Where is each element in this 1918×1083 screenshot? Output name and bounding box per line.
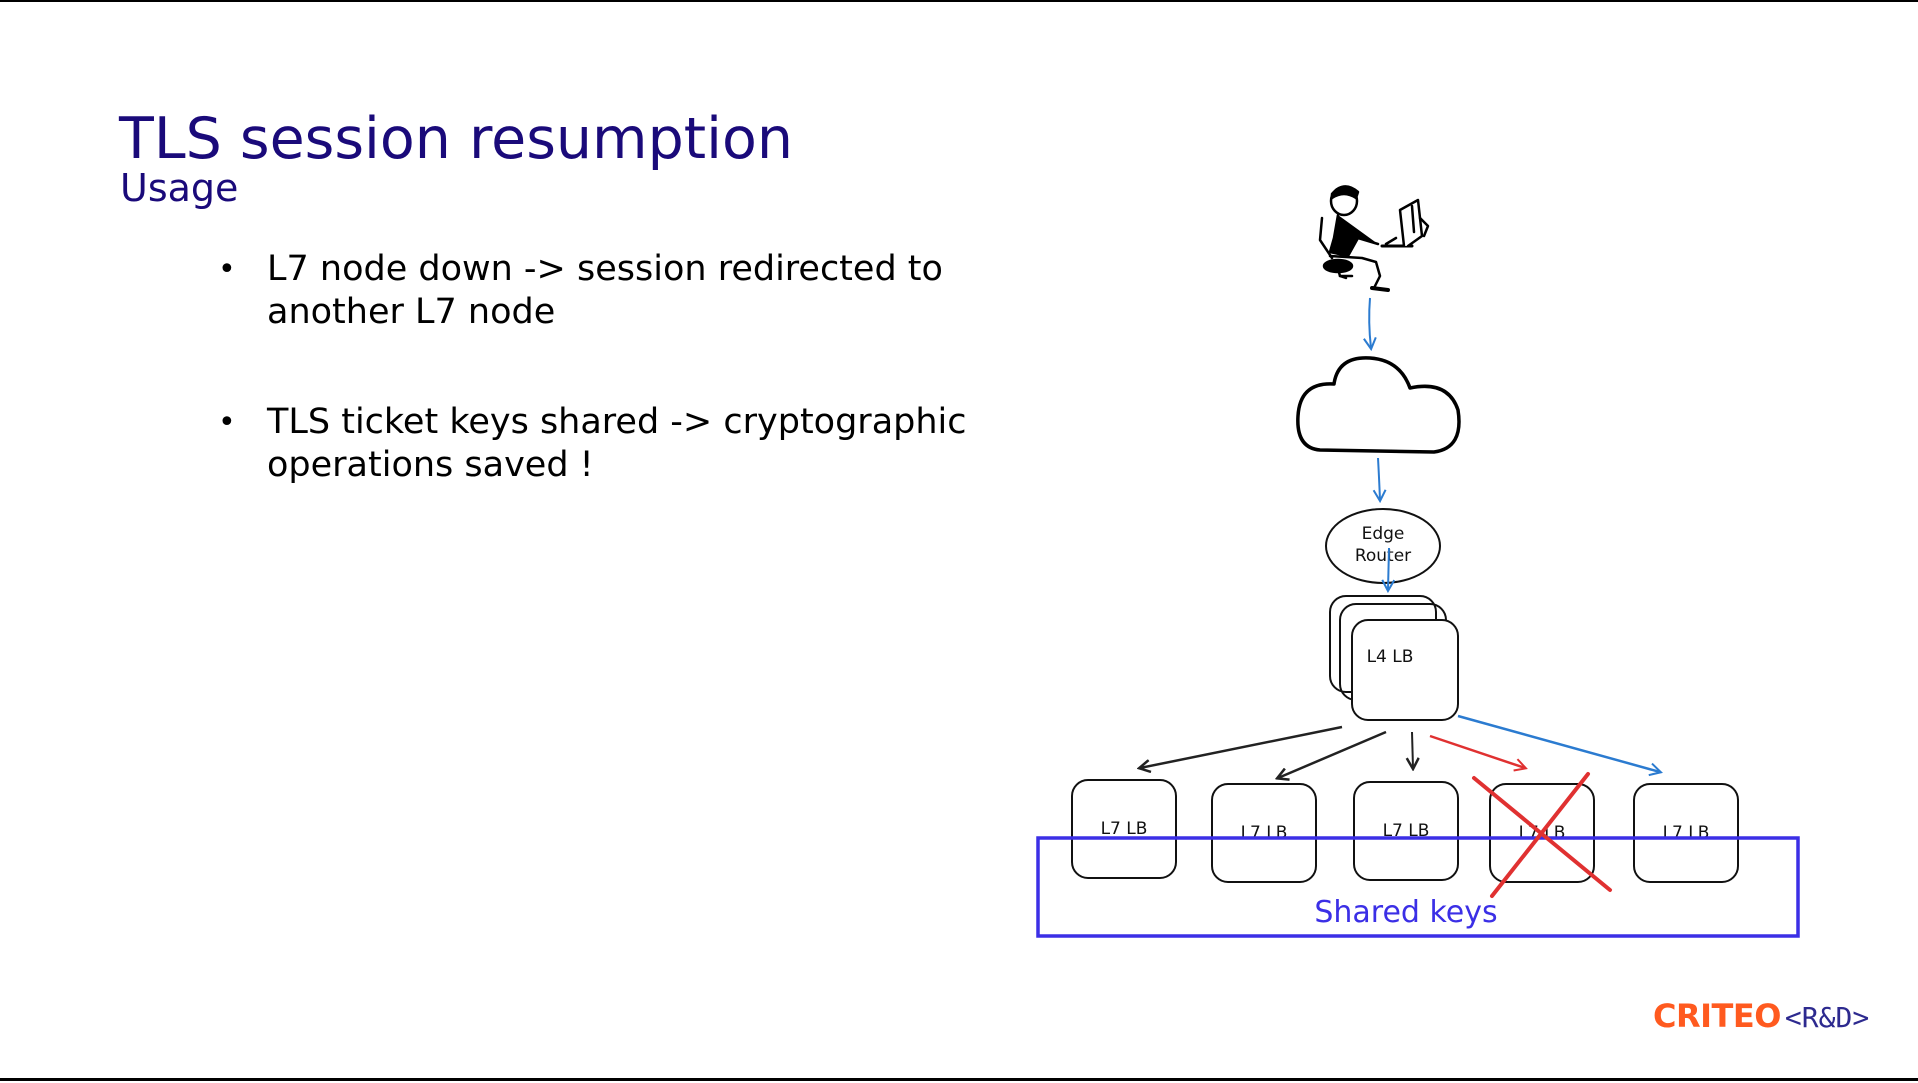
arrow-cloud-to-router (1378, 457, 1380, 500)
bottom-border (0, 1078, 1918, 1081)
bullet-list: • L7 node down -> session redirected to … (215, 248, 1015, 554)
bullet-item: • TLS ticket keys shared -> cryptographi… (215, 401, 1015, 487)
arrow-l4-to-l7-4-failed (1429, 734, 1525, 768)
bullet-text: L7 node down -> session redirected to an… (267, 249, 943, 332)
logo-brand: CRITEO (1653, 997, 1781, 1035)
l7-lb-node-2 (1211, 783, 1317, 883)
bullet-dot-icon: • (218, 252, 236, 287)
criteo-rd-logo: CRITEO<R&D> (1653, 1000, 1869, 1032)
bullet-item: • L7 node down -> session redirected to … (215, 248, 1015, 334)
l7-lb-label: L7 LB (1663, 823, 1710, 843)
arrow-l4-to-l7-1 (1140, 725, 1343, 768)
edge-router-label: Edge (1362, 524, 1405, 544)
cloud-icon (1296, 356, 1461, 454)
failed-node-cross-icon (1472, 772, 1612, 898)
shared-keys-label: Shared keys (1314, 895, 1497, 930)
edge-router-label: Router (1355, 546, 1411, 566)
l7-lb-label: L7 LB (1383, 821, 1430, 841)
l7-lb-node-3 (1353, 781, 1459, 881)
top-border (0, 0, 1918, 2)
bullet-text: TLS ticket keys shared -> cryptographic … (267, 402, 967, 485)
arrow-l4-to-l7-5 (1457, 714, 1660, 772)
l7-lb-node-5 (1633, 783, 1739, 883)
slide-title: TLS session resumption (119, 106, 793, 172)
arrow-user-to-cloud (1369, 297, 1371, 348)
l7-lb-node-1 (1071, 779, 1177, 879)
arrow-router-to-l4 (1388, 547, 1389, 590)
shared-keys-box (1036, 836, 1800, 938)
l7-lb-label: L7 LB (1241, 823, 1288, 843)
arrow-l4-to-l7-3 (1412, 731, 1413, 768)
arrow-l4-to-l7-2 (1278, 730, 1387, 778)
l4-lb-node (1329, 595, 1459, 721)
user-at-computer-icon (1318, 185, 1430, 292)
slide-subtitle: Usage (120, 166, 239, 210)
logo-suffix: <R&D> (1784, 1001, 1870, 1034)
l4-lb-label: L4 LB (1367, 647, 1414, 667)
l7-lb-label: L7 LB (1101, 819, 1148, 839)
bullet-dot-icon: • (218, 405, 236, 440)
